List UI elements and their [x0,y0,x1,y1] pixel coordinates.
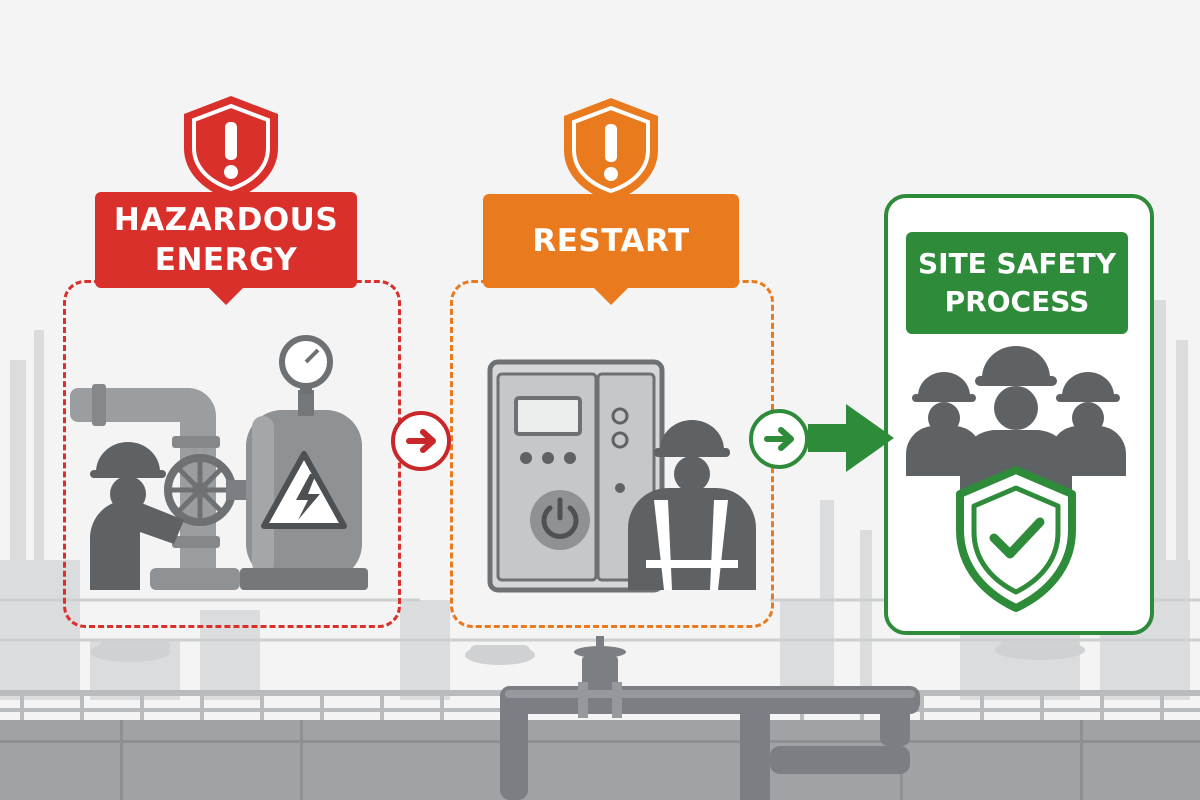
site-safety-title-line1: SITE SAFETY [917,247,1117,280]
worker-icon [628,420,756,590]
restart-label: RESTART [483,194,739,305]
site-safety-process-label: SITE SAFETY PROCESS [906,232,1128,334]
warning-shield-icon [564,98,658,202]
next-step-arrow-icon [391,411,451,471]
green-connector-arrow [808,404,894,472]
hazardous-energy-title-line1: HAZARDOUS [113,202,339,238]
site-safety-title-line2: PROCESS [944,285,1090,318]
warning-shield-icon [184,96,278,200]
hazardous-energy-title-line2: ENERGY [154,242,298,278]
power-button-icon [530,490,590,550]
next-step-arrow-icon [749,409,809,469]
check-shield-icon [956,466,1076,612]
restart-title: RESTART [532,223,690,259]
worker-icon [90,442,184,590]
electrical-hazard-icon [261,451,347,529]
hazardous-energy-label: HAZARDOUS ENERGY [95,192,357,305]
